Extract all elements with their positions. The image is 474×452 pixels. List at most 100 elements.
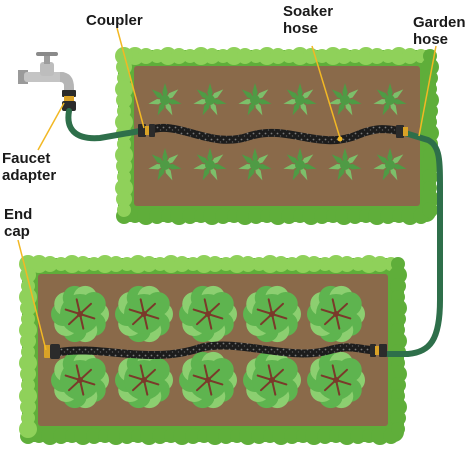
hedge-leaf [303, 48, 319, 64]
cabbage-plant [243, 285, 301, 343]
cabbage-plant [243, 351, 301, 409]
hedge-leaf [141, 256, 157, 272]
cabbage-plant [115, 285, 173, 343]
leafy-plant [148, 148, 182, 181]
hedge-leaf [119, 428, 135, 444]
hedge-leaf [116, 191, 132, 207]
leafy-plant [193, 148, 227, 181]
bottom-bed-plants [51, 285, 365, 409]
faucet-icon [18, 52, 74, 92]
hedge-leaf [20, 300, 36, 316]
hedge-leaf [116, 158, 132, 174]
coupler-label: Coupler [86, 12, 143, 29]
leafy-plant [193, 83, 227, 116]
garden-hose-faucet-segment [65, 108, 143, 142]
end-cap-fitting [44, 344, 60, 359]
hedge-leaf [314, 208, 330, 224]
cabbage-plant [179, 285, 237, 343]
cabbage-plant [51, 285, 109, 343]
coupler-callout-line [116, 27, 145, 129]
hedge-leaf [372, 256, 388, 272]
hedge-leaf [317, 428, 333, 444]
hedge-leaf [20, 399, 36, 415]
garden-hose-connector-segment [382, 130, 443, 357]
hedge-leaf [117, 203, 131, 217]
hedge-leaf [108, 256, 124, 272]
hedge-leaf [422, 169, 438, 185]
faucet-adapter-callout-line [37, 102, 65, 151]
hedge-leaf [218, 428, 234, 444]
soaker-hose-callout-dot [337, 136, 343, 142]
leafy-plant [373, 83, 407, 116]
hedge-leaf [281, 208, 297, 224]
hedge-leaf [116, 92, 132, 108]
hedge-leaf [369, 48, 385, 64]
hedge-leaf [204, 48, 220, 64]
hedge-leaf [339, 256, 355, 272]
hedge-leaf [20, 366, 36, 382]
hedge-leaf [53, 428, 69, 444]
soaker-hose-top [146, 124, 404, 145]
hedge-leaf [138, 48, 154, 64]
cabbage-plant [307, 285, 365, 343]
hedge-leaf [207, 256, 223, 272]
hedge-leaf [391, 422, 405, 436]
leafy-plant [283, 148, 317, 181]
hedge-leaf [149, 208, 165, 224]
leafy-plant [238, 83, 272, 116]
garden-hose-callout-line [418, 45, 437, 137]
hedge-leaf [390, 410, 406, 426]
hedge-leaf [240, 256, 256, 272]
end-cap-label: End cap [4, 206, 33, 240]
hedge-leaf [237, 48, 253, 64]
hedge-leaf [251, 428, 267, 444]
hedge-leaf [185, 428, 201, 444]
faucet-adapter-fitting [62, 90, 76, 111]
soaker-hose-bottom [56, 341, 376, 360]
leafy-plant [328, 148, 362, 181]
top-soaker-end-fitting [396, 125, 408, 138]
leafy-plant [283, 83, 317, 116]
hedge-leaf [422, 103, 438, 119]
hedge-leaf [86, 428, 102, 444]
soaker-hose-label: Soaker hose [283, 3, 334, 37]
bottom-bed-hedge-leaves [19, 255, 407, 445]
hedge-leaf [19, 420, 37, 438]
hedge-leaf [182, 208, 198, 224]
hedge-leaf [350, 428, 366, 444]
hedge-leaf [215, 208, 231, 224]
bottom-garden-bed [19, 255, 407, 445]
cabbage-plant [307, 351, 365, 409]
hedge-leaf [390, 311, 406, 327]
hedge-leaf [402, 48, 418, 64]
hedge-leaf [390, 278, 406, 294]
hedge-leaf [20, 267, 36, 283]
hedge-leaf [270, 48, 286, 64]
hedge-leaf [390, 377, 406, 393]
top-bed-plants [148, 83, 407, 181]
garden-hose-label: Garden hose [413, 14, 466, 48]
leafy-plant [328, 83, 362, 116]
leafy-plant [238, 148, 272, 181]
end-cap-callout-line [17, 239, 47, 351]
hedge-leaf [380, 208, 396, 224]
bottom-soaker-inlet-fitting [370, 344, 387, 357]
hedge-leaf [336, 48, 352, 64]
hedge-leaf [284, 428, 300, 444]
hedge-leaf [152, 428, 168, 444]
hedge-leaf [422, 202, 438, 218]
soaker-hose-callout-line [311, 45, 341, 139]
faucet-adapter-label: Faucet adapter [2, 150, 57, 184]
hedge-leaf [248, 208, 264, 224]
cabbage-plant [179, 351, 237, 409]
hedge-leaf [306, 256, 322, 272]
hedge-leaf [171, 48, 187, 64]
hedge-leaf [42, 256, 58, 272]
hedge-leaf [174, 256, 190, 272]
leafy-plant [148, 83, 182, 116]
leafy-plant [373, 148, 407, 181]
cabbage-plant [115, 351, 173, 409]
hedge-leaf [347, 208, 363, 224]
cabbage-plant [51, 351, 109, 409]
